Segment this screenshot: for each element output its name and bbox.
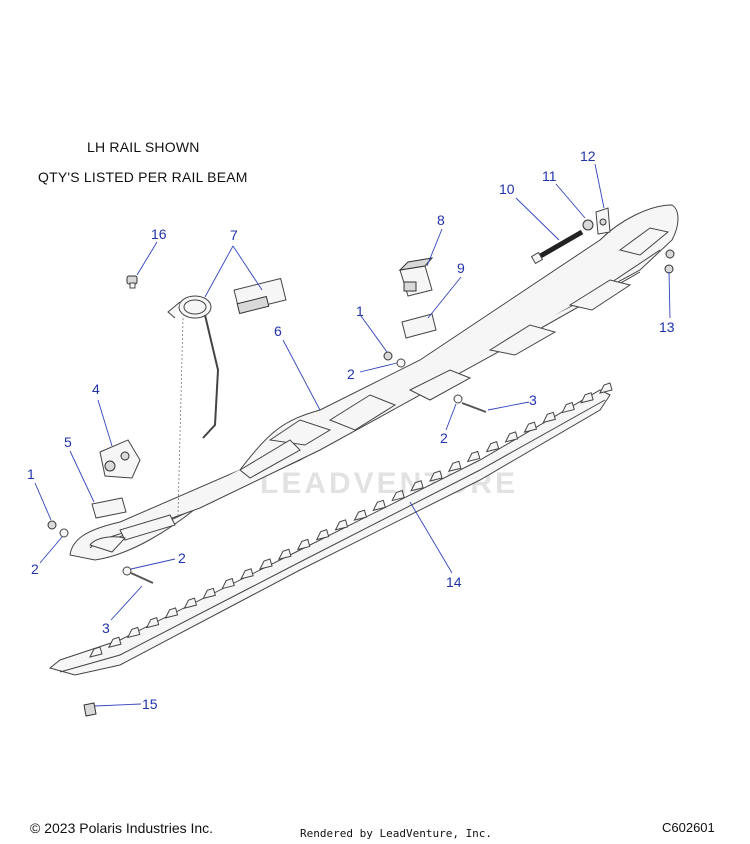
- part-16-bolt: [126, 275, 138, 289]
- part-5-slider: [91, 497, 127, 519]
- slide-tooth: [523, 421, 538, 433]
- slide-tooth: [126, 626, 141, 639]
- slide-tooth: [221, 577, 235, 590]
- slide-tooth: [145, 617, 160, 629]
- part-9-slider: [401, 313, 437, 339]
- slide-tooth: [183, 597, 198, 609]
- callout-6: 6: [274, 323, 282, 339]
- part-1-2-lower: [47, 520, 132, 576]
- slide-tooth: [277, 548, 292, 560]
- callout-3-lower: 3: [102, 620, 110, 636]
- callout-1-upper: 1: [356, 303, 364, 319]
- callout-13: 13: [659, 319, 675, 335]
- slide-tooth: [410, 480, 424, 492]
- part-3-upper-bolt: [461, 402, 487, 413]
- slide-tooth: [429, 470, 443, 482]
- slide-tooth: [447, 460, 462, 472]
- slide-tooth: [391, 489, 405, 502]
- callout-10: 10: [499, 181, 515, 197]
- rendered-by: Rendered by LeadVenture, Inc.: [300, 827, 493, 840]
- rail-beam: [69, 204, 679, 561]
- callout-14: 14: [446, 574, 462, 590]
- callout-2-mid: 2: [440, 430, 448, 446]
- slide-tooth: [315, 529, 330, 541]
- callout-9: 9: [457, 260, 465, 276]
- callout-8: 8: [437, 212, 445, 228]
- callout-11: 11: [542, 168, 557, 184]
- callout-3-upper: 3: [529, 392, 537, 408]
- part-7-spring: [167, 277, 287, 439]
- copyright: © 2023 Polaris Industries Inc.: [30, 820, 214, 836]
- part-11-nut: [582, 219, 594, 231]
- slide-tooth: [240, 568, 254, 580]
- callout-4: 4: [92, 381, 100, 397]
- slide-tooth: [353, 509, 368, 521]
- slide-tooth: [202, 587, 216, 600]
- slide-tooth: [107, 636, 122, 648]
- diagram-code: C602601: [662, 820, 715, 835]
- slide-tooth: [561, 401, 575, 414]
- callout-12: 12: [580, 148, 596, 164]
- part-3-lower-bolt: [130, 572, 154, 584]
- slide-teeth: [89, 382, 613, 658]
- slide-tooth: [259, 558, 273, 570]
- part-4-bracket: [99, 439, 141, 479]
- callout-7: 7: [230, 227, 238, 243]
- slide: [48, 382, 613, 676]
- callout-16: 16: [151, 226, 167, 242]
- part-12-bracket: [595, 207, 611, 235]
- slide-tooth: [542, 411, 556, 424]
- leader-lines: [34, 163, 671, 707]
- slide-tooth: [89, 646, 103, 658]
- slide-tooth: [580, 392, 594, 404]
- slide-tooth: [334, 519, 349, 531]
- slide-tooth: [296, 538, 311, 551]
- callout-2-lower-right: 2: [178, 550, 186, 566]
- part-13-studs: [664, 249, 675, 274]
- slide-tooth: [504, 431, 519, 443]
- part-15-screw: [83, 702, 97, 717]
- slide-tooth: [466, 450, 481, 463]
- callout-2-lower-left: 2: [31, 561, 39, 577]
- slide-tooth: [485, 441, 500, 453]
- part-10-bolt: [530, 229, 584, 265]
- callout-15: 15: [142, 696, 158, 712]
- note-lh-rail: LH RAIL SHOWN: [87, 139, 200, 155]
- callout-1-lower: 1: [27, 466, 35, 482]
- callouts: 16 7 8 9 10 11 12 13 1 2 6 3 2 4 5 1 2 2…: [27, 148, 675, 712]
- part-8-block: [398, 257, 434, 297]
- part-1-2-upper: [383, 351, 463, 404]
- slide-tooth: [372, 499, 386, 512]
- slide-tooth: [599, 382, 613, 394]
- note-qty-per-rail: QTY'S LISTED PER RAIL BEAM: [38, 169, 248, 185]
- callout-2-upper: 2: [347, 366, 355, 382]
- slide-tooth: [164, 607, 179, 619]
- callout-5: 5: [64, 434, 72, 450]
